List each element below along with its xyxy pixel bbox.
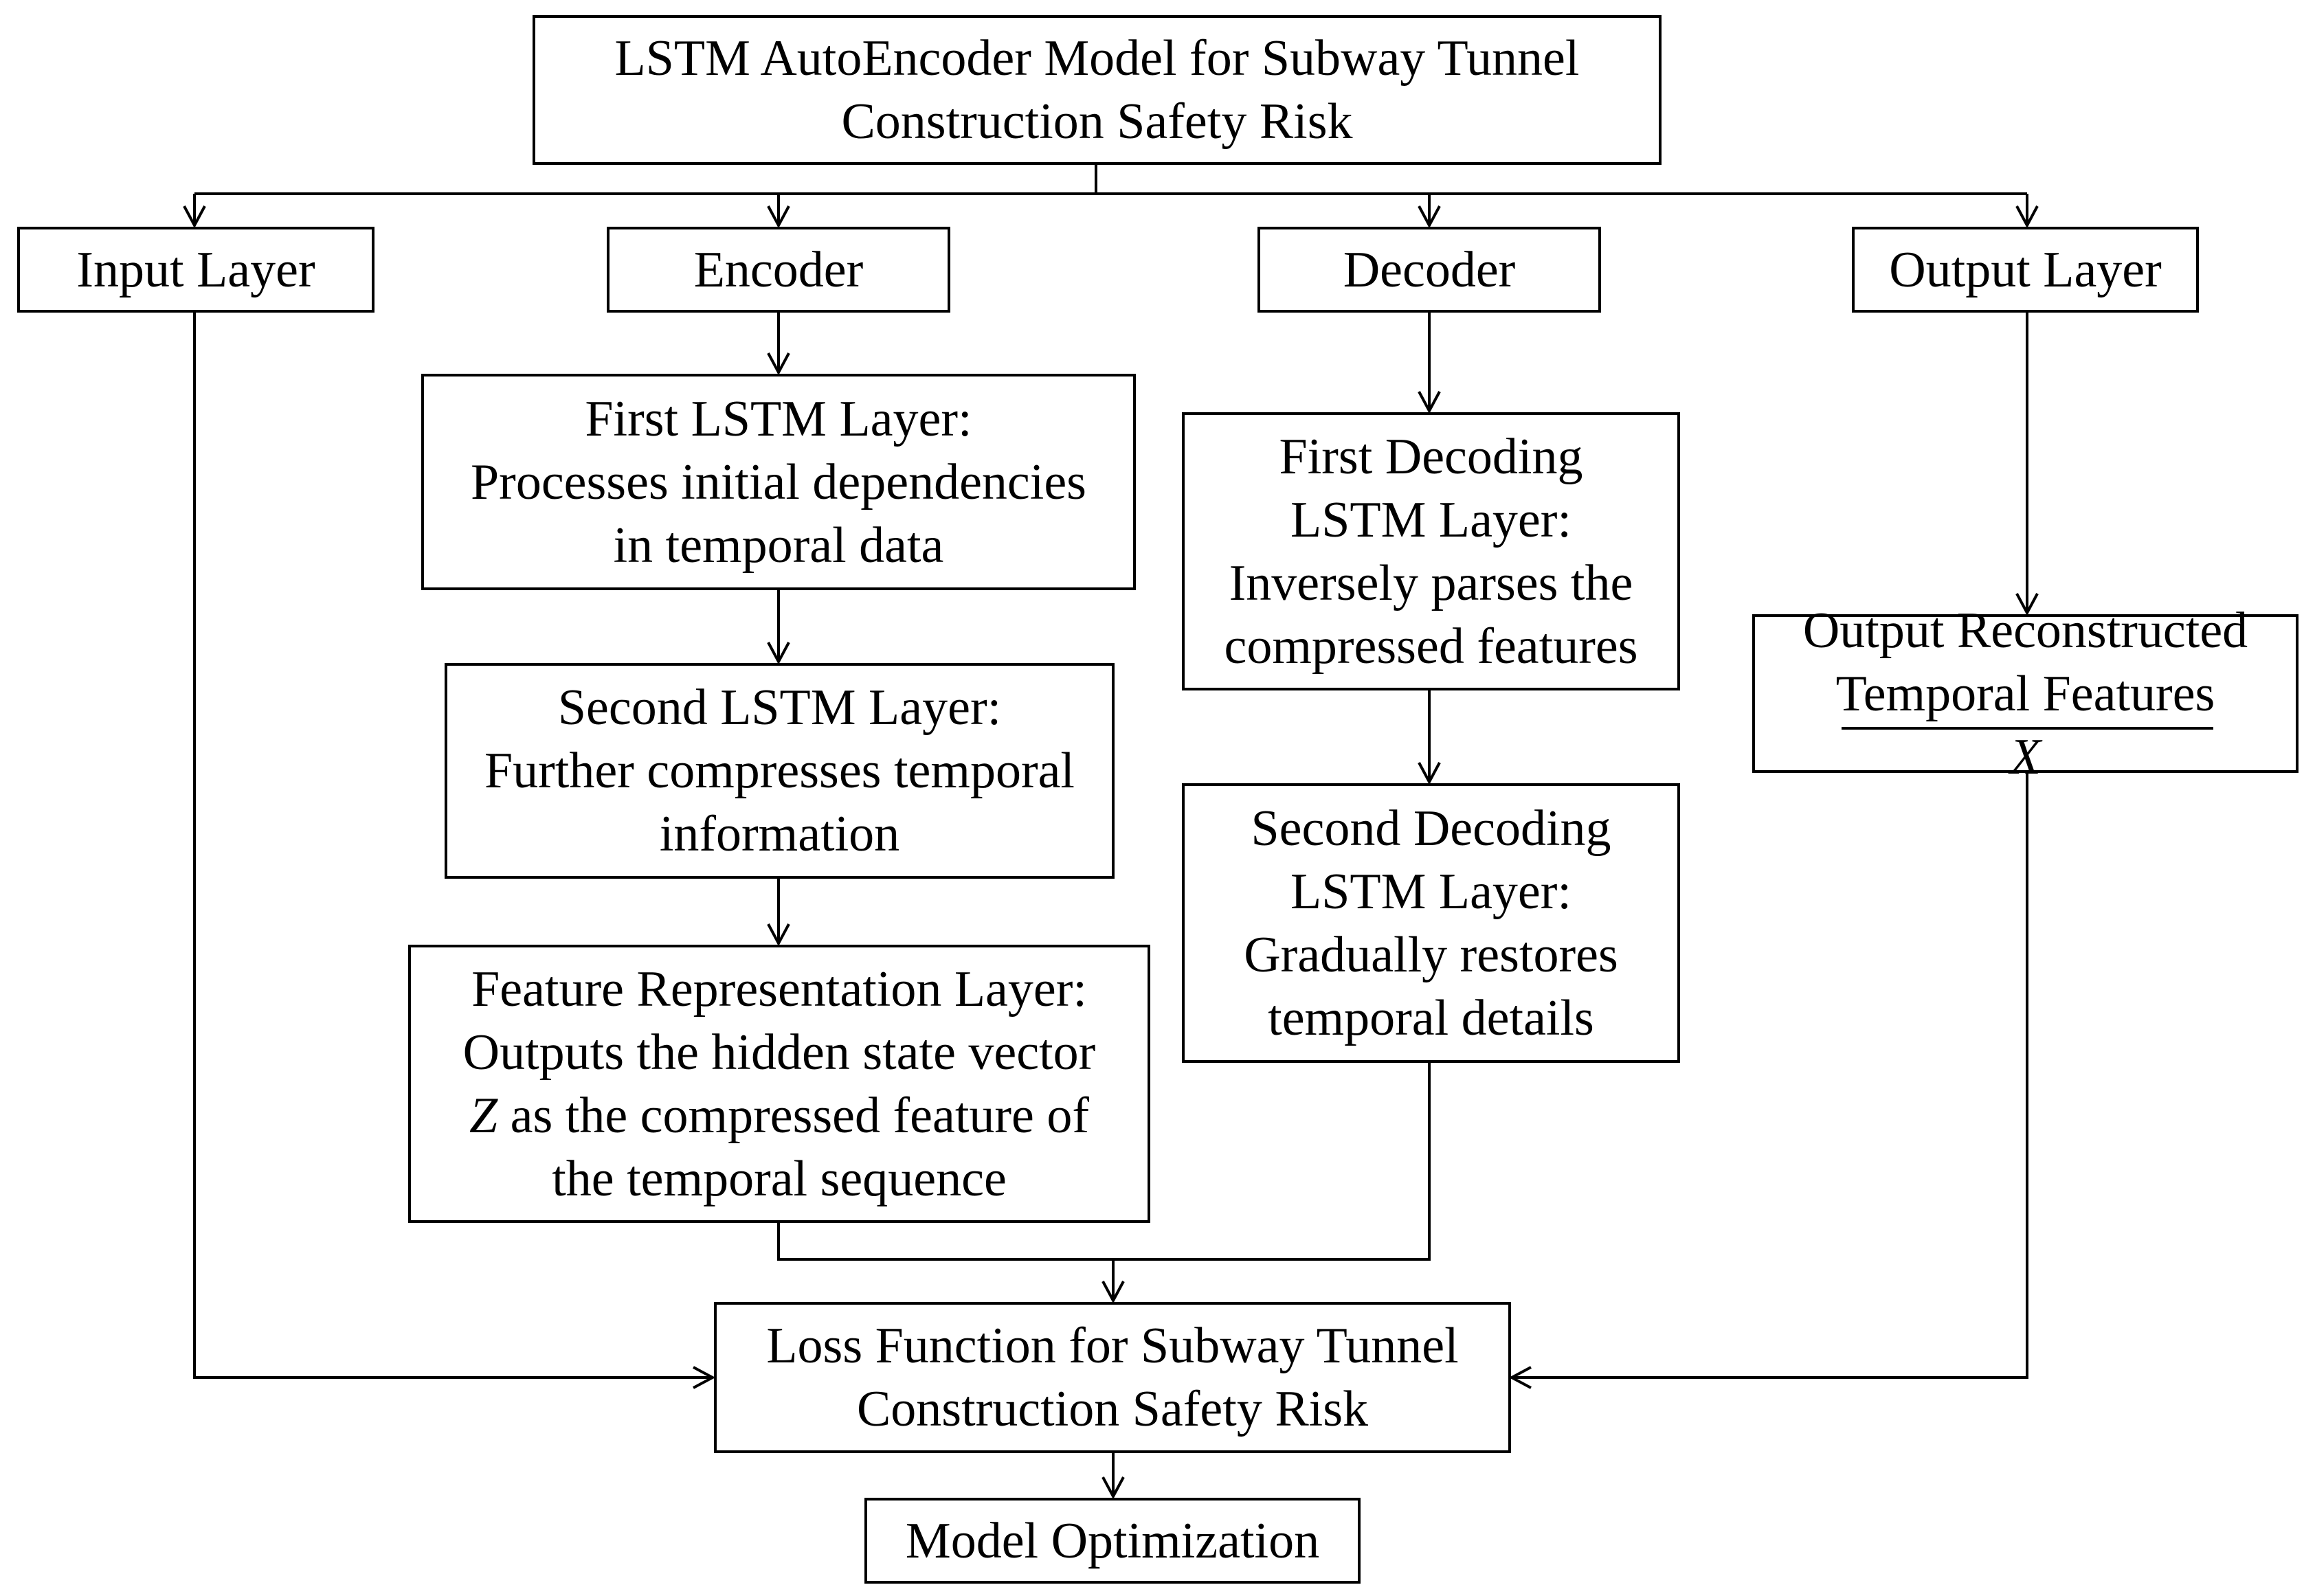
second-lstm-layer-box: Second LSTM Layer: Further compresses te… (445, 663, 1115, 879)
feature-representation-layer-box: Feature Representation Layer: Outputs th… (408, 945, 1150, 1223)
feature-line-1: Feature Representation Layer: (471, 960, 1087, 1018)
encoder-label: Encoder (693, 241, 864, 298)
decoder-label: Decoder (1343, 241, 1516, 298)
first-lstm-line-1: First LSTM Layer: (585, 390, 972, 447)
first-decoding-lstm-layer-box: First Decoding LSTM Layer: Inversely par… (1182, 412, 1680, 690)
arrow-reconstructed-to-loss (1512, 772, 2028, 1378)
first-decoding-line-2: LSTM Layer: (1290, 491, 1572, 548)
feature-line-4: the temporal sequence (552, 1150, 1007, 1207)
reconstructed-line-1: Output Reconstructed (1802, 602, 2248, 659)
first-decoding-line-1: First Decoding (1279, 428, 1583, 485)
arrow-input-to-loss (193, 311, 713, 1378)
z-symbol: Z (469, 1087, 498, 1144)
first-lstm-layer-box: First LSTM Layer: Processes initial depe… (421, 374, 1136, 590)
loss-line-1: Loss Function for Subway Tunnel (766, 1318, 1459, 1374)
second-lstm-line-1: Second LSTM Layer: (557, 679, 1002, 736)
second-lstm-line-3: information (659, 806, 900, 862)
output-layer-label: Output Layer (1889, 241, 2162, 298)
input-layer-label: Input Layer (76, 241, 315, 298)
second-decoding-line-1: Second Decoding (1251, 800, 1611, 857)
title-line-2: Construction Safety Risk (841, 93, 1353, 150)
line-feature-to-merge (777, 1061, 1431, 1261)
loss-line-2: Construction Safety Risk (856, 1381, 1369, 1437)
first-decoding-line-3: Inversely parses the (1229, 554, 1633, 611)
second-lstm-line-2: Further compresses temporal (484, 743, 1075, 799)
x-hat-symbol: X (1836, 726, 2215, 789)
second-decoding-line-2: LSTM Layer: (1290, 863, 1572, 920)
decoder-box: Decoder (1257, 227, 1601, 313)
input-layer-box: Input Layer (17, 227, 374, 313)
output-layer-box: Output Layer (1852, 227, 2199, 313)
reconstructed-line-2-text: Temporal Features (1835, 665, 2215, 722)
second-decoding-line-4: temporal details (1268, 989, 1594, 1046)
loss-function-box: Loss Function for Subway Tunnel Construc… (714, 1302, 1511, 1453)
first-lstm-line-3: in temporal data (613, 517, 944, 574)
title-box: LSTM AutoEncoder Model for Subway Tunnel… (533, 15, 1662, 165)
feature-line-2: Outputs the hidden state vector (462, 1024, 1096, 1081)
first-lstm-line-2: Processes initial dependencies (471, 453, 1086, 510)
model-optimization-label: Model Optimization (905, 1512, 1320, 1569)
feature-line-3: Z as the compressed feature of (469, 1084, 1089, 1147)
second-decoding-line-3: Gradually restores (1244, 926, 1618, 983)
feature-line-3-rest: as the compressed feature of (497, 1087, 1090, 1144)
first-decoding-line-4: compressed features (1224, 618, 1638, 675)
title-line-1: LSTM AutoEncoder Model for Subway Tunnel (614, 30, 1580, 87)
second-decoding-lstm-layer-box: Second Decoding LSTM Layer: Gradually re… (1182, 783, 1680, 1063)
encoder-box: Encoder (607, 227, 950, 313)
model-optimization-box: Model Optimization (864, 1498, 1361, 1584)
